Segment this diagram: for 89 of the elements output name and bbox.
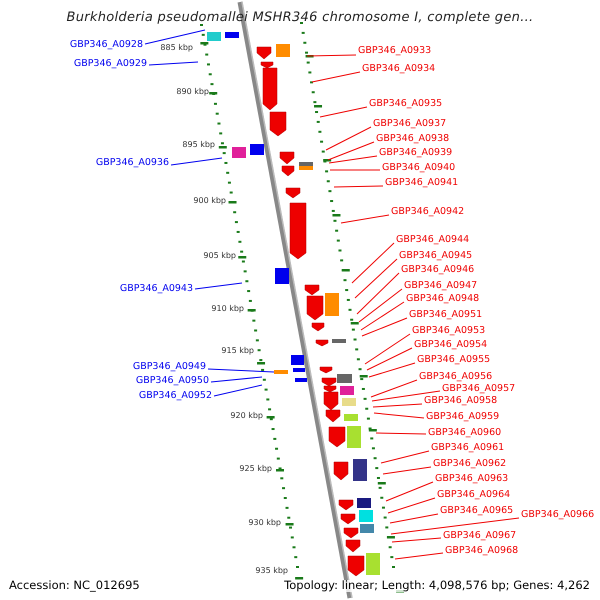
leader-line (306, 54, 356, 56)
scale-label: 900 kbp (193, 197, 226, 205)
leader-line (170, 158, 222, 166)
leader-line (370, 380, 418, 398)
scale-label: 890 kbp (176, 88, 209, 96)
gene-label: GBP346_A0953 (412, 326, 486, 336)
leader-line (362, 318, 408, 336)
scale-label: 935 kbp (255, 567, 288, 575)
gene-label: GBP346_A0939 (379, 148, 452, 158)
leader-line (382, 466, 432, 474)
leader-line (194, 282, 242, 290)
scale-label: 905 kbp (203, 252, 236, 260)
leader-line (328, 156, 378, 164)
gene-label: GBP346_A0949 (132, 362, 206, 372)
gene-label: GBP346_A0964 (437, 490, 510, 500)
gene-label: GBP346_A0962 (433, 459, 506, 468)
gene-label: GBP346_A0954 (414, 340, 488, 350)
gene-label: GBP346_A0955 (417, 355, 490, 364)
leader-line (372, 404, 422, 408)
gene-label: GBP346_A0956 (419, 372, 492, 382)
gene-label: GBP346_A0943 (120, 284, 193, 294)
gene-label: GBP346_A0951 (409, 310, 482, 320)
gene-label: GBP346_A0928 (70, 40, 143, 50)
leader-line (380, 450, 430, 464)
accession-text: Accession: NC_012695 (9, 580, 140, 592)
gene-label: GBP346_A0961 (431, 443, 504, 452)
gene-label: GBP346_A0940 (382, 163, 456, 172)
leader-line (368, 362, 416, 378)
gene-label: GBP346_A0945 (399, 251, 472, 260)
gene-label: GBP346_A0968 (445, 546, 518, 556)
leader-line (214, 384, 262, 396)
leader-line (376, 432, 426, 434)
gene-label: GBP346_A0957 (442, 384, 516, 394)
leader-line (386, 482, 434, 502)
scale-label: 895 kbp (182, 141, 215, 149)
gene-label: GBP346_A0948 (406, 294, 480, 304)
gene-label: GBP346_A0947 (404, 281, 478, 290)
leader-line (360, 302, 404, 330)
gene-label: GBP346_A0934 (362, 64, 436, 74)
gene-label: GBP346_A0952 (138, 391, 212, 400)
scale-label: 910 kbp (211, 305, 244, 313)
leader-line (392, 538, 442, 542)
leader-line (320, 106, 368, 118)
genome-stats-text: Topology: linear; Length: 4,098,576 bp; Genes: 4,262 (284, 580, 590, 592)
gene-label: GBP346_A0946 (401, 265, 474, 274)
leader-line (334, 186, 384, 188)
gene-label: GBP346_A0960 (428, 428, 502, 438)
leader-line (312, 72, 360, 82)
leader-line (326, 126, 372, 150)
leader-line (210, 376, 262, 382)
gene-label: GBP346_A0937 (373, 119, 446, 128)
leader-line (374, 412, 424, 418)
leader-line (358, 288, 402, 322)
gene-label: GBP346_A0959 (426, 412, 500, 422)
gene-label: GBP346_A0958 (424, 396, 498, 406)
gene-label: GBP346_A0965 (440, 506, 514, 516)
title: Burkholderia pseudomallei MSHR346 chromosome I, complete gen... (66, 11, 534, 24)
gene-label: GBP346_A0967 (443, 531, 516, 540)
gene-label: GBP346_A0933 (358, 46, 432, 56)
gene-label: GBP346_A0963 (435, 474, 508, 484)
leader-line (144, 30, 206, 44)
gene-label: GBP346_A0936 (96, 158, 169, 168)
leader-line (394, 552, 444, 560)
leader-line (328, 142, 374, 160)
gene-label: GBP346_A0938 (376, 134, 450, 144)
leader-line (372, 390, 440, 402)
leader-line (388, 498, 436, 514)
gene-label: GBP346_A0941 (385, 178, 458, 188)
leader-line (366, 348, 412, 370)
leader-line (340, 214, 390, 224)
scale-label: 920 kbp (230, 412, 263, 420)
scale-label: 885 kbp (160, 44, 193, 52)
leader-line (356, 272, 400, 314)
leader-line (352, 242, 394, 284)
leader-line (390, 518, 520, 534)
gene-label: GBP346_A0966 (521, 510, 594, 520)
leader-line (364, 334, 410, 364)
scale-label: 930 kbp (248, 519, 281, 527)
leader-line (208, 368, 274, 372)
gene-label: GBP346_A0942 (391, 207, 464, 216)
gene-label: GBP346_A0950 (136, 376, 209, 386)
leader-line (354, 258, 398, 298)
leader-line (148, 62, 198, 66)
gene-label: GBP346_A0935 (369, 99, 442, 108)
scale-label: 925 kbp (239, 465, 272, 473)
scale-label: 915 kbp (221, 347, 254, 355)
leader-line (390, 514, 438, 524)
gene-label: GBP346_A0929 (74, 59, 147, 68)
gene-label: GBP346_A0944 (396, 235, 470, 244)
